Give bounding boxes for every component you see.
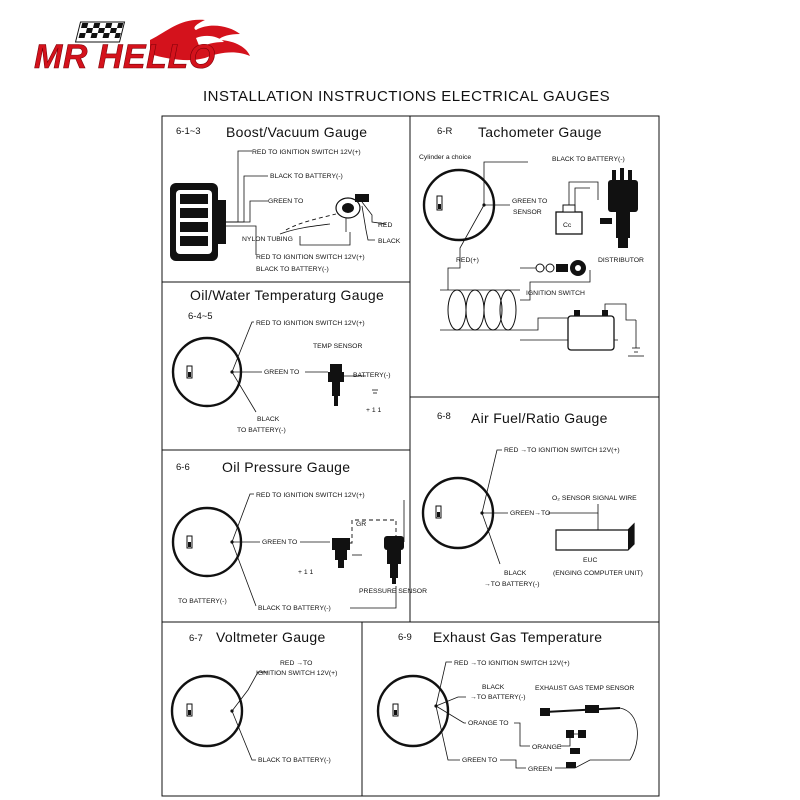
panel-number: 6-1~3 bbox=[176, 126, 201, 137]
wire-loops-icon bbox=[440, 289, 520, 331]
svg-text:BLACK TO BATTERY(-): BLACK TO BATTERY(-) bbox=[258, 605, 331, 612]
svg-text:RED(+): RED(+) bbox=[456, 257, 479, 264]
svg-text:TO BATTERY(-): TO BATTERY(-) bbox=[178, 598, 227, 605]
svg-text:RED →TO: RED →TO bbox=[280, 660, 312, 667]
svg-text:BLACK TO BATTERY(-): BLACK TO BATTERY(-) bbox=[258, 757, 331, 764]
svg-text:ORANGE: ORANGE bbox=[532, 744, 562, 751]
panel-title: Exhaust Gas Temperature bbox=[433, 629, 602, 645]
voltmeter-gauge-icon bbox=[170, 674, 244, 748]
boost-sensor-icon bbox=[335, 194, 369, 232]
svg-text:(ENGING COMPUTER UNIT): (ENGING COMPUTER UNIT) bbox=[553, 570, 643, 577]
panel-number: 6-9 bbox=[398, 632, 412, 643]
svg-text:GREEN TO: GREEN TO bbox=[264, 369, 299, 376]
panel-number: 6-R bbox=[437, 126, 452, 137]
panel-title: Air Fuel/Ratio Gauge bbox=[471, 410, 608, 426]
panel-title: Voltmeter Gauge bbox=[216, 629, 326, 645]
svg-text:GREEN TO: GREEN TO bbox=[262, 539, 297, 546]
svg-text:GREEN TO: GREEN TO bbox=[462, 757, 497, 764]
svg-text:→TO BATTERY(-): →TO BATTERY(-) bbox=[484, 581, 540, 588]
pressure-sensor-icon bbox=[384, 536, 404, 584]
brand-logo: MR HELLO bbox=[34, 19, 250, 76]
panel-voltmeter: 6-7 Voltmeter Gauge RED →TO IGNITION SWI… bbox=[170, 629, 337, 764]
svg-text:RED TO IGNITION SWITCH 12V(+): RED TO IGNITION SWITCH 12V(+) bbox=[256, 254, 365, 261]
svg-text:RED TO IGNITION SWITCH 12V(+): RED TO IGNITION SWITCH 12V(+) bbox=[256, 492, 365, 499]
svg-text:RED TO IGNITION SWITCH 12V(+): RED TO IGNITION SWITCH 12V(+) bbox=[252, 149, 361, 156]
svg-text:O₂ SENSOR SIGNAL WIRE: O₂ SENSOR SIGNAL WIRE bbox=[552, 495, 637, 502]
battery-icon bbox=[567, 310, 615, 351]
svg-text:BLACK TO BATTERY(-): BLACK TO BATTERY(-) bbox=[270, 173, 343, 180]
panel-title: Oil Pressure Gauge bbox=[222, 459, 350, 475]
svg-text:SENSOR: SENSOR bbox=[513, 209, 542, 216]
svg-text:EUC: EUC bbox=[583, 557, 597, 564]
svg-text:RED TO IGNITION SWITCH 12V(+): RED TO IGNITION SWITCH 12V(+) bbox=[256, 320, 365, 327]
svg-text:+ 1 1: + 1 1 bbox=[366, 407, 382, 414]
svg-text:ORANGE TO: ORANGE TO bbox=[468, 720, 509, 727]
svg-text:EXHAUST GAS TEMP SENSOR: EXHAUST GAS TEMP SENSOR bbox=[535, 685, 634, 692]
panel-number: 6-6 bbox=[176, 462, 190, 473]
svg-text:GREEN→TO: GREEN→TO bbox=[510, 510, 550, 517]
panel-tachometer: 6-R Tachometer Gauge Cylinder a choice B… bbox=[419, 124, 644, 357]
pressure-sender-icon bbox=[332, 538, 350, 568]
panel-title: Oil/Water Temperaturg Gauge bbox=[190, 287, 384, 303]
svg-text:GREEN: GREEN bbox=[528, 766, 552, 773]
panel-grid bbox=[161, 115, 660, 797]
panel-number: 6-8 bbox=[437, 411, 451, 422]
distributor-icon bbox=[600, 168, 638, 248]
svg-text:Cylinder a choice: Cylinder a choice bbox=[419, 154, 471, 161]
temp-sensor-icon bbox=[328, 364, 344, 406]
svg-text:BLACK: BLACK bbox=[378, 238, 401, 245]
svg-text:DISTRIBUTOR: DISTRIBUTOR bbox=[598, 257, 644, 264]
egt-gauge-icon bbox=[376, 674, 450, 748]
page-title: INSTALLATION INSTRUCTIONS ELECTRICAL GAU… bbox=[203, 88, 610, 105]
svg-text:BLACK: BLACK bbox=[482, 684, 505, 691]
ignition-key-icon bbox=[520, 260, 586, 276]
panel-oil-pressure: 6-6 Oil Pressure Gauge RED TO IGNITION S… bbox=[171, 459, 427, 612]
svg-text:GREEN TO: GREEN TO bbox=[512, 198, 547, 205]
svg-text:NYLON TUBING: NYLON TUBING bbox=[242, 236, 293, 243]
panel-exhaust-gas-temp: 6-9 Exhaust Gas Temperature RED →TO IGNI… bbox=[376, 629, 638, 773]
svg-text:Cc: Cc bbox=[563, 222, 572, 229]
svg-text:GREEN TO: GREEN TO bbox=[268, 198, 303, 205]
panel-oil-water-temp: Oil/Water Temperaturg Gauge 6-4~5 RED TO… bbox=[171, 287, 391, 434]
svg-text:BLACK TO BATTERY(-): BLACK TO BATTERY(-) bbox=[552, 156, 625, 163]
svg-text:IGNITION SWITCH: IGNITION SWITCH bbox=[526, 290, 585, 297]
svg-text:RED →TO IGNITION SWITCH 12V(+): RED →TO IGNITION SWITCH 12V(+) bbox=[504, 447, 620, 454]
ignition-coil-icon: Cc bbox=[555, 204, 583, 235]
svg-text:BLACK: BLACK bbox=[504, 570, 527, 577]
panel-title: Boost/Vacuum Gauge bbox=[226, 124, 367, 140]
svg-text:TO BATTERY(-): TO BATTERY(-) bbox=[237, 427, 286, 434]
svg-text:RED: RED bbox=[378, 222, 392, 229]
engine-computer-unit-icon bbox=[555, 522, 635, 551]
brand-name: MR HELLO bbox=[34, 38, 216, 76]
svg-text:BLACK: BLACK bbox=[257, 416, 280, 423]
svg-text:PRESSURE SENSOR: PRESSURE SENSOR bbox=[359, 588, 427, 595]
svg-text:BLACK TO BATTERY(-): BLACK TO BATTERY(-) bbox=[256, 266, 329, 273]
svg-text:IGNITION SWITCH 12V(+): IGNITION SWITCH 12V(+) bbox=[256, 670, 337, 677]
panel-title: Tachometer Gauge bbox=[478, 124, 602, 140]
panel-boost-vacuum: 6-1~3 Boost/Vacuum Gauge RED TO IGNITION… bbox=[170, 124, 401, 273]
svg-text:BATTERY(-): BATTERY(-) bbox=[353, 372, 391, 379]
svg-text:GR: GR bbox=[356, 521, 366, 528]
egt-probe-icon bbox=[540, 705, 638, 768]
svg-text:TEMP SENSOR: TEMP SENSOR bbox=[313, 343, 362, 350]
svg-text:→TO BATTERY(-): →TO BATTERY(-) bbox=[470, 694, 526, 701]
svg-text:+ 1 1: + 1 1 bbox=[298, 569, 314, 576]
gauge-side-view bbox=[170, 183, 226, 261]
panel-number: 6-7 bbox=[189, 633, 203, 644]
checkered-flag-icon bbox=[74, 21, 126, 43]
panel-air-fuel: 6-8 Air Fuel/Ratio Gauge RED →TO IGNITIO… bbox=[421, 410, 643, 588]
panel-number: 6-4~5 bbox=[188, 311, 213, 322]
svg-text:RED →TO IGNITION SWITCH 12V(+): RED →TO IGNITION SWITCH 12V(+) bbox=[454, 660, 570, 667]
